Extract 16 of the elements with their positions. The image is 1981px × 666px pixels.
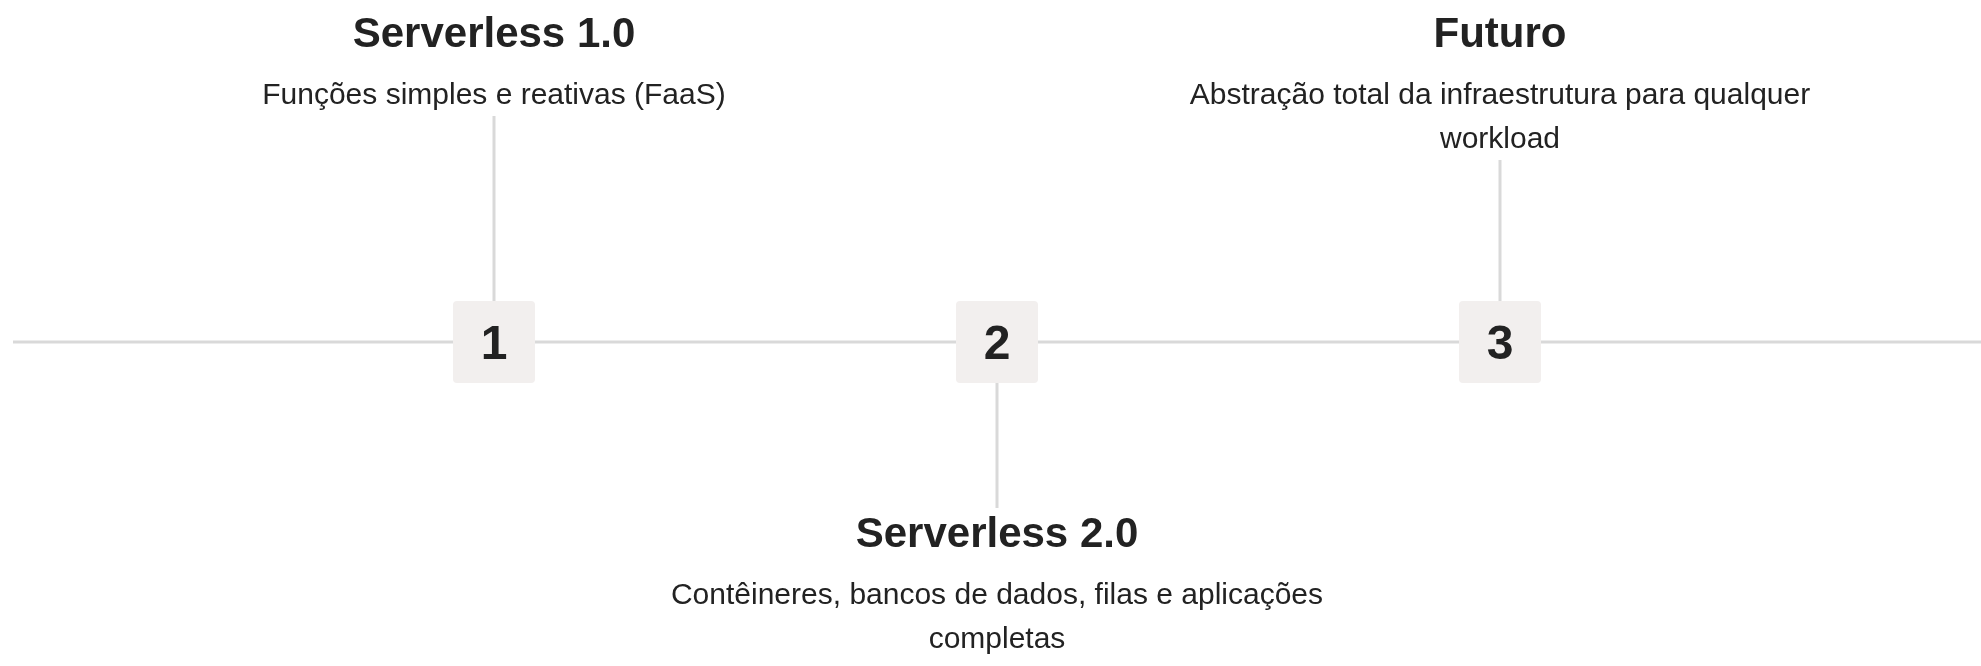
period-description: Funções simples e reativas (FaaS) [261,76,727,112]
timeline-line [13,340,453,344]
step-number-box: 2 [956,301,1038,383]
timeline-line [535,340,956,344]
timeline-line [1038,340,1459,344]
step-number-box: 1 [453,301,535,383]
connector-line [492,116,496,301]
step-number-box: 3 [1459,301,1541,383]
timeline-line [1541,340,1981,344]
period-heading: Serverless 2.0 [855,508,1139,558]
period-description: Contêineres, bancos de dados, filas e aplicações completas [669,576,1325,656]
connector-line [995,383,999,508]
period-heading: Serverless 1.0 [352,8,636,58]
period-heading: Futuro [1433,8,1567,58]
connector-line [1498,160,1502,301]
period-description: Abstração total da infraestrutura para qualquer workload [1188,76,1812,156]
